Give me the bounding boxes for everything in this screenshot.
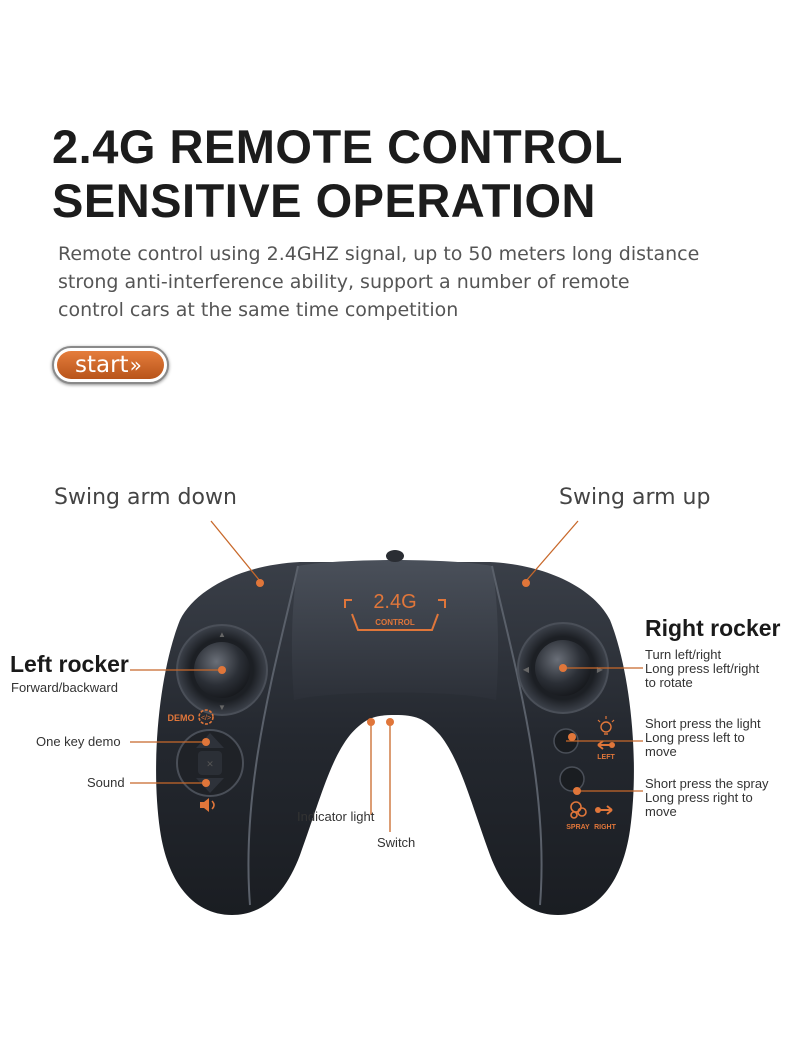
badge-big-text: 2.4G xyxy=(373,591,416,613)
start-button-label: start xyxy=(75,352,129,378)
headline-line-2: SENSITIVE OPERATION xyxy=(52,174,596,227)
start-button[interactable]: start» xyxy=(52,346,169,384)
speaker-icon xyxy=(200,798,215,812)
right-rocker-desc-3: to rotate xyxy=(645,675,693,690)
spray-button-desc-3: move xyxy=(645,804,677,819)
description-line-1: Remote control using 2.4GHZ signal, up t… xyxy=(58,243,700,265)
svg-text:▶: ▶ xyxy=(597,665,604,674)
right-rocker-desc-1: Turn left/right xyxy=(645,647,722,662)
description-line-3: control cars at the same time competitio… xyxy=(58,299,459,321)
badge-small-text: CONTROL xyxy=(375,618,415,627)
swing-arm-down-label: Swing arm down xyxy=(54,485,237,510)
description-line-2: strong anti-interference ability, suppor… xyxy=(58,271,630,293)
spray-button[interactable] xyxy=(559,766,585,792)
one-key-demo-label: One key demo xyxy=(36,734,121,749)
dpad-center[interactable] xyxy=(198,751,222,775)
light-button-desc-3: move xyxy=(645,744,677,759)
headline-line-1: 2.4G REMOTE CONTROL xyxy=(52,120,623,173)
left-arrow-icon xyxy=(597,740,615,750)
spray-button-label: SPRAY xyxy=(566,824,590,831)
right-rocker-title: Right rocker xyxy=(645,615,781,641)
bulb-icon xyxy=(597,716,615,735)
light-button-desc-1: Short press the light xyxy=(645,716,761,731)
svg-text:▼: ▼ xyxy=(218,703,226,712)
light-button-desc-2: Long press left to xyxy=(645,730,745,745)
leader-dots xyxy=(202,579,581,795)
spray-button-desc-1: Short press the spray xyxy=(645,776,769,791)
antenna-nub xyxy=(386,550,404,562)
svg-text:◀: ◀ xyxy=(523,665,530,674)
switch-label: Switch xyxy=(377,835,416,850)
swing-arm-up-label: Swing arm up xyxy=(559,485,711,510)
start-button-face[interactable]: start» xyxy=(57,351,164,379)
left-rocker-desc: Forward/backward xyxy=(11,680,118,695)
controller-body xyxy=(156,562,634,915)
left-button-label: LEFT xyxy=(597,754,615,761)
sound-label: Sound xyxy=(87,775,125,790)
svg-text:▲: ▲ xyxy=(218,630,226,639)
left-rocker-title: Left rocker xyxy=(10,651,129,677)
indicator-light-label: Indicator light xyxy=(297,809,375,824)
code-gear-icon: </> xyxy=(198,709,214,725)
leader-lines xyxy=(130,520,643,832)
demo-label: DEMO xyxy=(168,713,195,723)
right-rocker-desc-2: Long press left/right xyxy=(645,661,760,676)
svg-text:</>: </> xyxy=(201,715,211,722)
svg-text:✕: ✕ xyxy=(206,759,214,769)
right-arrow-icon xyxy=(595,805,613,815)
right-button-label: RIGHT xyxy=(594,824,617,831)
spray-button-desc-2: Long press right to xyxy=(645,790,753,805)
spray-icon xyxy=(570,801,587,819)
double-chevron-right-icon: » xyxy=(129,353,142,377)
